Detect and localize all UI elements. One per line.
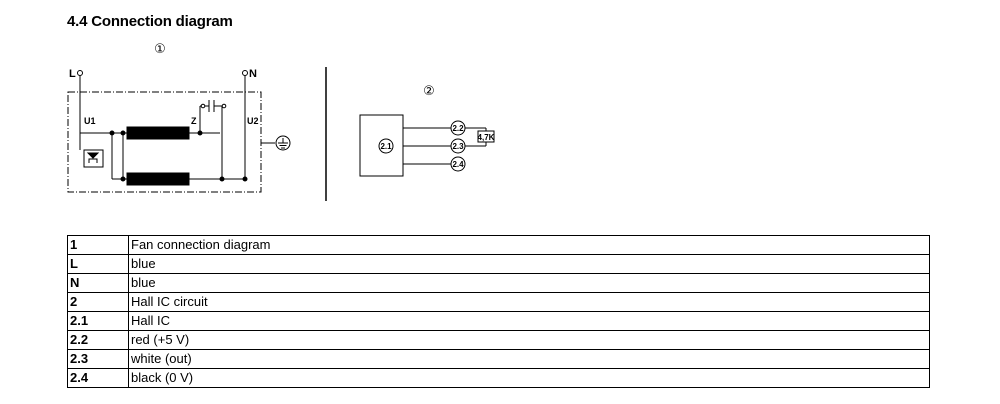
pin-2-4 [450, 156, 466, 172]
label-2-4: 2.4 [452, 160, 464, 169]
legend-value: Fan connection diagram [128, 235, 930, 255]
label-2-3: 2.3 [452, 142, 464, 151]
legend-value: Hall IC [128, 311, 930, 331]
resistor-label: 4,7K [478, 133, 495, 142]
legend-key: 2.2 [67, 330, 129, 350]
hall-ic-diagram [359, 114, 495, 177]
legend-key: 2.4 [67, 368, 129, 388]
legend-value: white (out) [128, 349, 930, 369]
section-title: 4.4 Connection diagram [67, 13, 233, 30]
diagram-1-marker: ① [154, 41, 166, 56]
ground-symbol [275, 135, 291, 151]
legend-value: black (0 V) [128, 368, 930, 388]
legend-key: 2.3 [67, 349, 129, 369]
terminal-n [242, 70, 248, 76]
legend-value: blue [128, 273, 930, 293]
label-u1: U1 [84, 116, 96, 126]
legend-key: 1 [67, 235, 129, 255]
legend-value: blue [128, 254, 930, 274]
legend-key: N [67, 273, 129, 293]
thermal-protector [83, 149, 104, 168]
label-2-1: 2.1 [380, 142, 392, 151]
label-u2: U2 [247, 116, 259, 126]
pin-2-1 [378, 138, 394, 154]
label-n: N [249, 68, 257, 80]
motor-housing-outline [67, 91, 262, 193]
label-l: L [69, 68, 76, 80]
legend-value: red (+5 V) [128, 330, 930, 350]
legend-key: 2 [67, 292, 129, 312]
label-2-2: 2.2 [452, 124, 464, 133]
connection-diagram: ① L N U1 U2 Z ② 2.1 2.2 2.3 2.4 4,7K [67, 41, 495, 201]
legend-value: Hall IC circuit [128, 292, 930, 312]
winding-aux [126, 172, 190, 186]
fan-connection-diagram [67, 67, 327, 201]
terminal-l [77, 70, 83, 76]
winding-main [126, 126, 190, 140]
diagram-2-marker: ② [423, 83, 435, 98]
label-z: Z [191, 116, 197, 126]
resistor [477, 130, 495, 143]
legend-key: L [67, 254, 129, 274]
legend-key: 2.1 [67, 311, 129, 331]
